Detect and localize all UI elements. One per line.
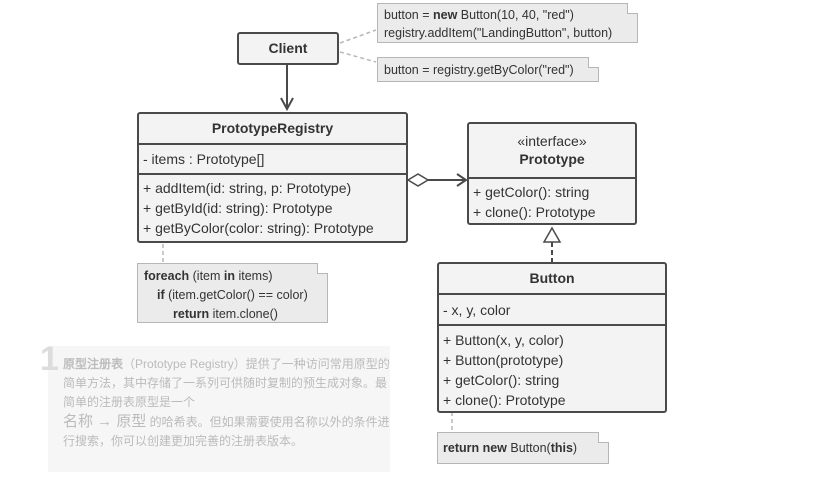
note-text: button = registry.getByColor("red") [384, 63, 574, 77]
note-text: item.clone() [209, 307, 278, 321]
client-note-get-by-color: button = registry.getByColor("red") [377, 57, 599, 82]
registry-method-get-by-color: + getByColor(color: string): Prototype [143, 220, 374, 236]
note-keyword: return [173, 307, 210, 321]
button-method-ctor-prototype: + Button(prototype) [443, 352, 564, 368]
client-note-1-connector [339, 29, 377, 44]
button-field-coords: - x, y, color [443, 302, 511, 318]
prototype-interface: «interface» Prototype + getColor(): stri… [467, 122, 637, 225]
aggregation-arrowhead [456, 173, 468, 187]
note-text: registry.addItem("LandingButton", button… [384, 26, 613, 40]
button-method-get-color: + getColor(): string [443, 372, 560, 388]
note-keyword: this [550, 441, 573, 455]
button-class: Button - x, y, color + Button(x, y, colo… [437, 262, 667, 413]
prototype-registry-class: PrototypeRegistry - items : Prototype[] … [137, 112, 408, 243]
client-class: Client [237, 32, 339, 65]
button-title: Button [529, 270, 575, 286]
note-text: ) [572, 441, 578, 455]
note-text: Button( [506, 441, 551, 455]
note-keyword: in [223, 269, 235, 283]
registry-title: PrototypeRegistry [211, 120, 334, 136]
note-keyword: return new [443, 441, 507, 455]
realization-triangle [542, 226, 562, 243]
note-text: (item [189, 269, 224, 283]
registry-get-by-color-note: foreach (item in items) if (item.getColo… [137, 263, 328, 323]
note-text: items) [235, 269, 273, 283]
description-text: 原型注册表（Prototype Registry）提供了一种访问常用原型的简单方… [63, 355, 393, 451]
client-title: Client [268, 40, 308, 56]
registry-method-get-by-id: + getById(id: string): Prototype [143, 200, 333, 216]
button-clone-note: return new Button(this) [437, 432, 609, 464]
client-note-2-connector [339, 51, 377, 63]
description-body: （Prototype Registry）提供了一种访问常用原型的简单方法，其中存… [63, 357, 390, 409]
description-mapping: 名称 → 原型 [63, 413, 147, 430]
button-method-clone: + clone(): Prototype [443, 392, 566, 408]
button-method-ctor: + Button(x, y, color) [443, 332, 564, 348]
note-text: Button(10, 40, "red") [457, 8, 574, 22]
client-note-create: button = new Button(10, 40, "red") regis… [377, 3, 638, 43]
prototype-method-get-color: + getColor(): string [473, 184, 590, 200]
aggregation-diamond [406, 173, 430, 187]
note-keyword: if [157, 288, 165, 302]
registry-method-add-item: + addItem(id: string, p: Prototype) [143, 180, 352, 196]
prototype-method-clone: + clone(): Prototype [473, 204, 596, 220]
description-term: 原型注册表 [63, 357, 124, 371]
step-number: 1 [40, 340, 59, 378]
description-body-2: 的哈希表。但如果需要使用名称以外的条件进行搜索，你可以创建更加完善的注册表版本。 [63, 415, 390, 448]
note-text: button = [384, 8, 433, 22]
prototype-title: Prototype [519, 151, 585, 167]
prototype-stereotype: «interface» [517, 133, 587, 149]
note-keyword: new [433, 8, 458, 22]
registry-field-items: - items : Prototype[] [143, 151, 265, 167]
note-keyword: foreach [144, 269, 190, 283]
client-registry-arrowhead [280, 97, 294, 112]
note-text: (item.getColor() == color) [164, 288, 308, 302]
description-panel: 1 原型注册表（Prototype Registry）提供了一种访问常用原型的简… [40, 340, 393, 472]
